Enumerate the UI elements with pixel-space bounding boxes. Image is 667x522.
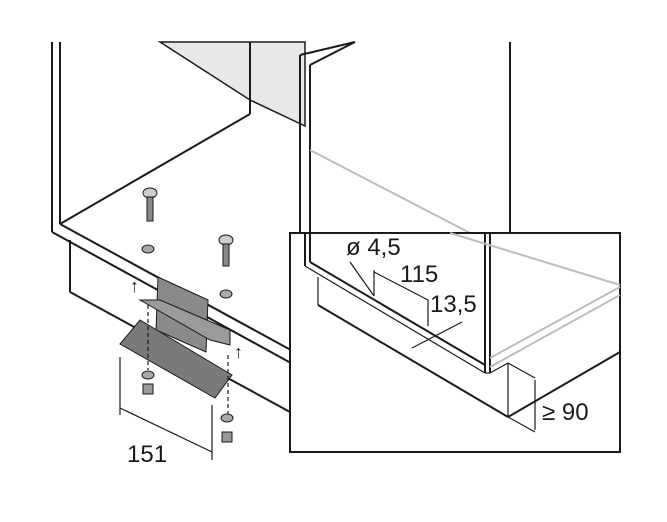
cabinet-drawing — [51, 41, 511, 413]
screw-icon — [218, 234, 234, 267]
back-panel — [157, 41, 306, 128]
screw-icon — [142, 187, 158, 222]
nut-icon — [221, 431, 233, 443]
plinth-clip-assembly: ↑ ↑ 151 — [119, 187, 243, 468]
washer-icon — [141, 244, 155, 254]
dimension-13-5: 13,5 — [430, 291, 477, 318]
dimension-151: 151 — [127, 441, 167, 468]
dimension-115: 115 — [400, 261, 438, 288]
washer-icon — [219, 289, 233, 299]
detail-inset: ø 4,5 115 13,5 ≥ 90 — [289, 232, 621, 453]
arrow-up-icon: ↑ — [234, 342, 243, 362]
hole-diameter-label: ø 4,5 — [346, 234, 401, 261]
washer-icon — [220, 413, 234, 423]
min-height-90-label: ≥ 90 — [542, 399, 589, 426]
clip-plate — [119, 319, 233, 399]
washer-icon — [141, 370, 155, 380]
nut-icon — [142, 383, 154, 395]
arrow-up-icon: ↑ — [130, 276, 139, 296]
